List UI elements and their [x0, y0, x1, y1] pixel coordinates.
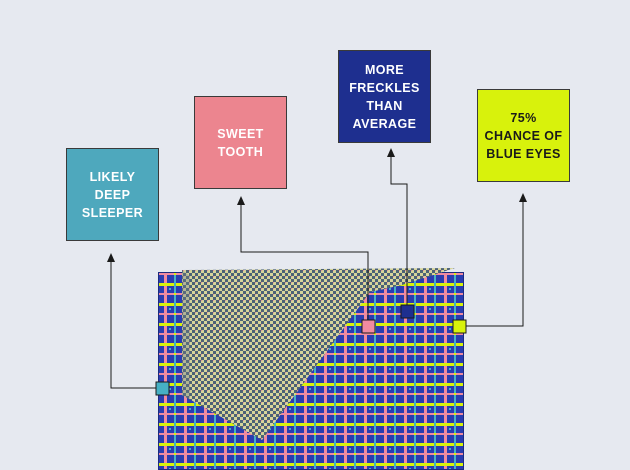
connector-sweet-tooth	[240, 203, 369, 326]
marker-blue-eyes	[452, 319, 467, 334]
blanket-fold-edge	[182, 270, 190, 400]
arrow-sweet-tooth	[237, 196, 245, 205]
label-more-freckles: MORE FRECKLES THAN AVERAGE	[338, 50, 431, 143]
marker-freckles	[400, 304, 415, 319]
marker-deep-sleeper	[155, 381, 170, 396]
arrow-deep-sleeper	[107, 253, 115, 262]
label-likely-deep-sleeper: LIKELY DEEP SLEEPER	[66, 148, 159, 241]
connector-deep-sleeper	[110, 260, 162, 389]
connector-blue-eyes	[460, 200, 524, 327]
arrow-blue-eyes	[519, 193, 527, 202]
arrow-heads	[107, 148, 527, 262]
label-sweet-tooth: SWEET TOOTH	[194, 96, 287, 189]
connector-freckles	[390, 155, 408, 311]
label-blue-eyes: 75% CHANCE OF BLUE EYES	[477, 89, 570, 182]
arrow-freckles	[387, 148, 395, 157]
marker-sweet-tooth	[361, 319, 376, 334]
connector-lines	[110, 155, 524, 389]
blanket-folded-corner	[182, 268, 455, 440]
